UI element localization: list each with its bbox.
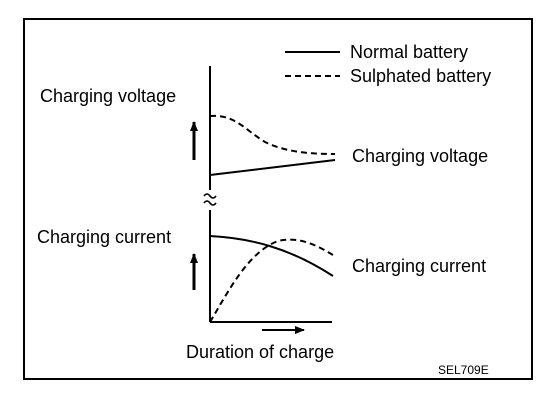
sulphated-current-curve	[209, 238, 334, 323]
figure-code: SEL709E	[438, 363, 489, 377]
x-axis-label: Duration of charge	[186, 342, 334, 362]
current-curve-label: Charging current	[352, 256, 486, 276]
legend-normal-label: Normal battery	[350, 42, 468, 62]
current-axis-label: Charging current	[37, 227, 171, 247]
normal-current-curve	[209, 235, 334, 277]
sulphated-voltage-curve	[209, 114, 336, 155]
figure-frame	[23, 18, 533, 380]
voltage-curve-label: Charging voltage	[352, 146, 488, 166]
legend-sulphated-label: Sulphated battery	[350, 66, 491, 86]
voltage-axis-label: Charging voltage	[40, 86, 176, 106]
normal-voltage-curve	[209, 159, 336, 176]
axis-break-mark	[203, 193, 217, 206]
